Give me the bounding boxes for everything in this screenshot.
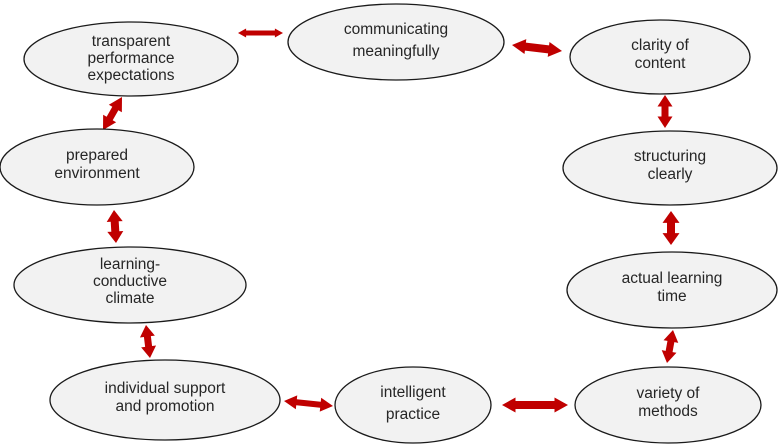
- node-intelligent: intelligent practice: [334, 366, 492, 444]
- node-label-learning-line-2: conductive: [93, 273, 167, 290]
- node-ellipse-intelligent: [334, 366, 492, 444]
- double-arrow-clarity-structuring: [657, 95, 673, 128]
- node-label-actual-line-1: actual learning: [622, 270, 723, 287]
- node-communicating: communicating meaningfully: [287, 3, 505, 81]
- node-ellipse-structuring: [562, 130, 778, 206]
- double-arrow-structuring-actual: [662, 211, 680, 245]
- node-label-learning-line-1: learning-: [100, 256, 160, 273]
- node-label-actual-line-2: time: [657, 288, 686, 305]
- node-label-structuring-line-2: clearly: [648, 166, 693, 183]
- node-ellipse-clarity: [569, 19, 751, 95]
- node-ellipse-variety: [574, 366, 762, 444]
- node-label-learning-line-3: climate: [105, 290, 154, 307]
- node-label-prepared-line-2: environment: [54, 165, 140, 182]
- node-label-intelligent-line-1: intelligent: [380, 384, 446, 401]
- double-arrow-learning-prepared: [106, 210, 124, 244]
- double-arrow-actual-variety: [661, 330, 679, 363]
- node-label-communicating-line-2: meaningfully: [352, 43, 439, 60]
- node-label-communicating-line-1: communicating: [344, 21, 448, 38]
- node-ellipse-learning: [13, 246, 247, 324]
- node-label-intelligent-line-2: practice: [386, 406, 440, 423]
- node-label-variety-line-2: methods: [638, 403, 698, 420]
- node-ellipse-actual: [566, 251, 778, 329]
- node-label-transparent-line-3: expectations: [87, 67, 174, 84]
- node-ellipse-individual: [49, 359, 281, 441]
- double-arrow-transparent-communicating: [238, 28, 283, 38]
- node-label-variety-line-1: variety of: [637, 385, 701, 402]
- node-label-clarity-line-1: clarity of: [631, 37, 689, 54]
- node-ellipse-transparent: [23, 21, 239, 97]
- double-arrow-individual-learning: [139, 325, 157, 358]
- node-label-prepared-line-1: prepared: [66, 147, 128, 164]
- node-label-transparent-line-2: performance: [87, 50, 174, 67]
- node-label-individual-line-1: individual support: [105, 380, 226, 397]
- arrows-layer: [103, 28, 680, 413]
- node-label-clarity-line-2: content: [635, 55, 687, 72]
- node-ellipse-communicating: [287, 3, 505, 81]
- double-arrow-prepared-transparent: [103, 97, 122, 130]
- double-arrow-variety-intelligent: [502, 397, 568, 413]
- node-label-individual-line-2: and promotion: [115, 398, 214, 415]
- node-label-transparent-line-1: transparent: [92, 33, 171, 50]
- double-arrow-communicating-clarity: [512, 39, 563, 57]
- double-arrow-intelligent-individual: [284, 395, 333, 412]
- node-ellipse-prepared: [0, 128, 195, 206]
- node-label-structuring-line-1: structuring: [634, 148, 706, 165]
